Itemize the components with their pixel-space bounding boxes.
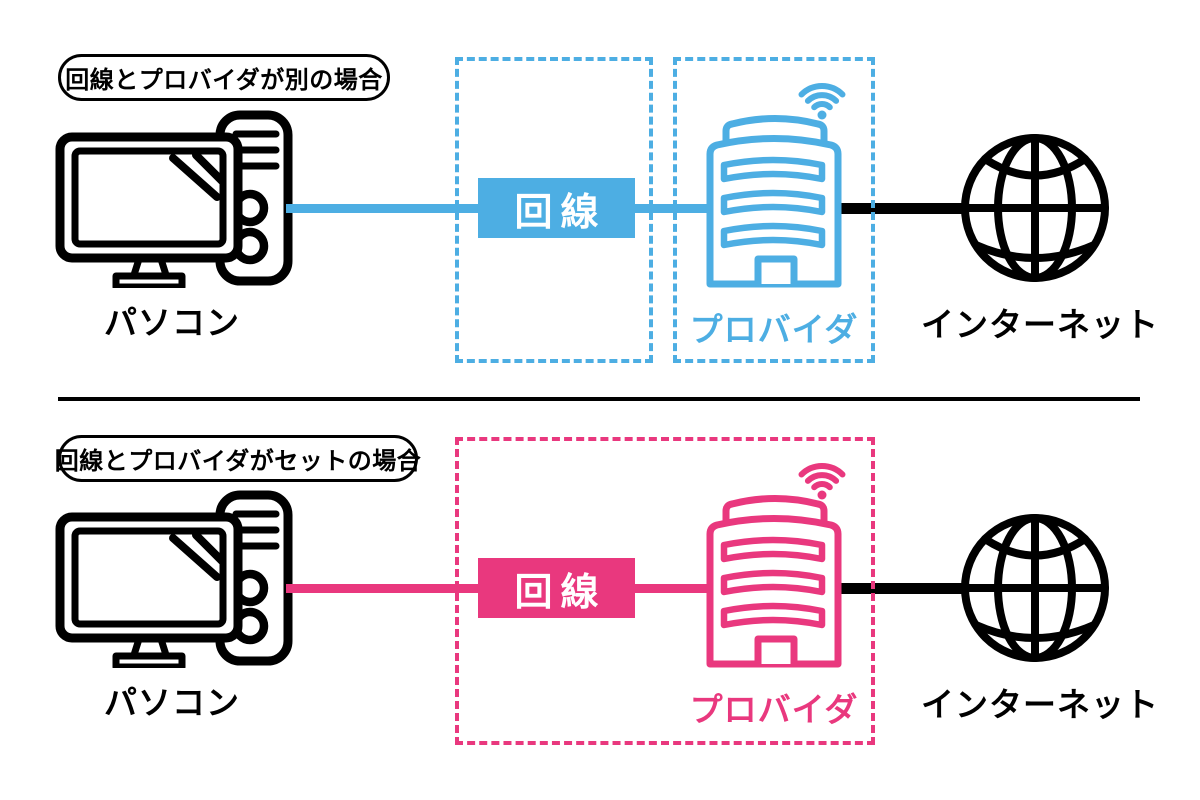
building-icon — [706, 463, 846, 668]
line-box: 回線 — [478, 178, 635, 238]
line-scope-box — [455, 57, 653, 363]
pc-label: パソコン — [104, 304, 240, 341]
provider-label: プロバイダ — [689, 691, 859, 728]
section-title-bundled: 回線とプロバイダがセットの場合 — [55, 435, 421, 482]
connector-line-to-provider — [633, 584, 714, 593]
section-title-separate: 回線とプロバイダが別の場合 — [58, 54, 390, 101]
provider-scope-box — [673, 57, 875, 363]
bundle-scope-box — [455, 437, 875, 745]
wifi-icon — [798, 83, 846, 120]
pc-icon — [55, 110, 293, 288]
provider-label: プロバイダ — [689, 311, 859, 348]
connector-provider-to-internet — [840, 583, 965, 594]
pc-icon — [55, 490, 293, 668]
section-divider — [58, 397, 1140, 401]
globe-icon — [961, 514, 1109, 662]
connector-provider-to-internet — [840, 203, 965, 214]
line-box: 回線 — [478, 558, 635, 618]
wifi-icon — [798, 463, 846, 500]
connector-pc-to-line — [286, 204, 480, 213]
building-icon — [706, 83, 846, 288]
globe-icon — [961, 134, 1109, 282]
internet-label: インターネット — [921, 686, 1159, 723]
pc-label: パソコン — [104, 684, 240, 721]
connector-pc-to-line — [286, 584, 480, 593]
internet-label: インターネット — [921, 306, 1159, 343]
